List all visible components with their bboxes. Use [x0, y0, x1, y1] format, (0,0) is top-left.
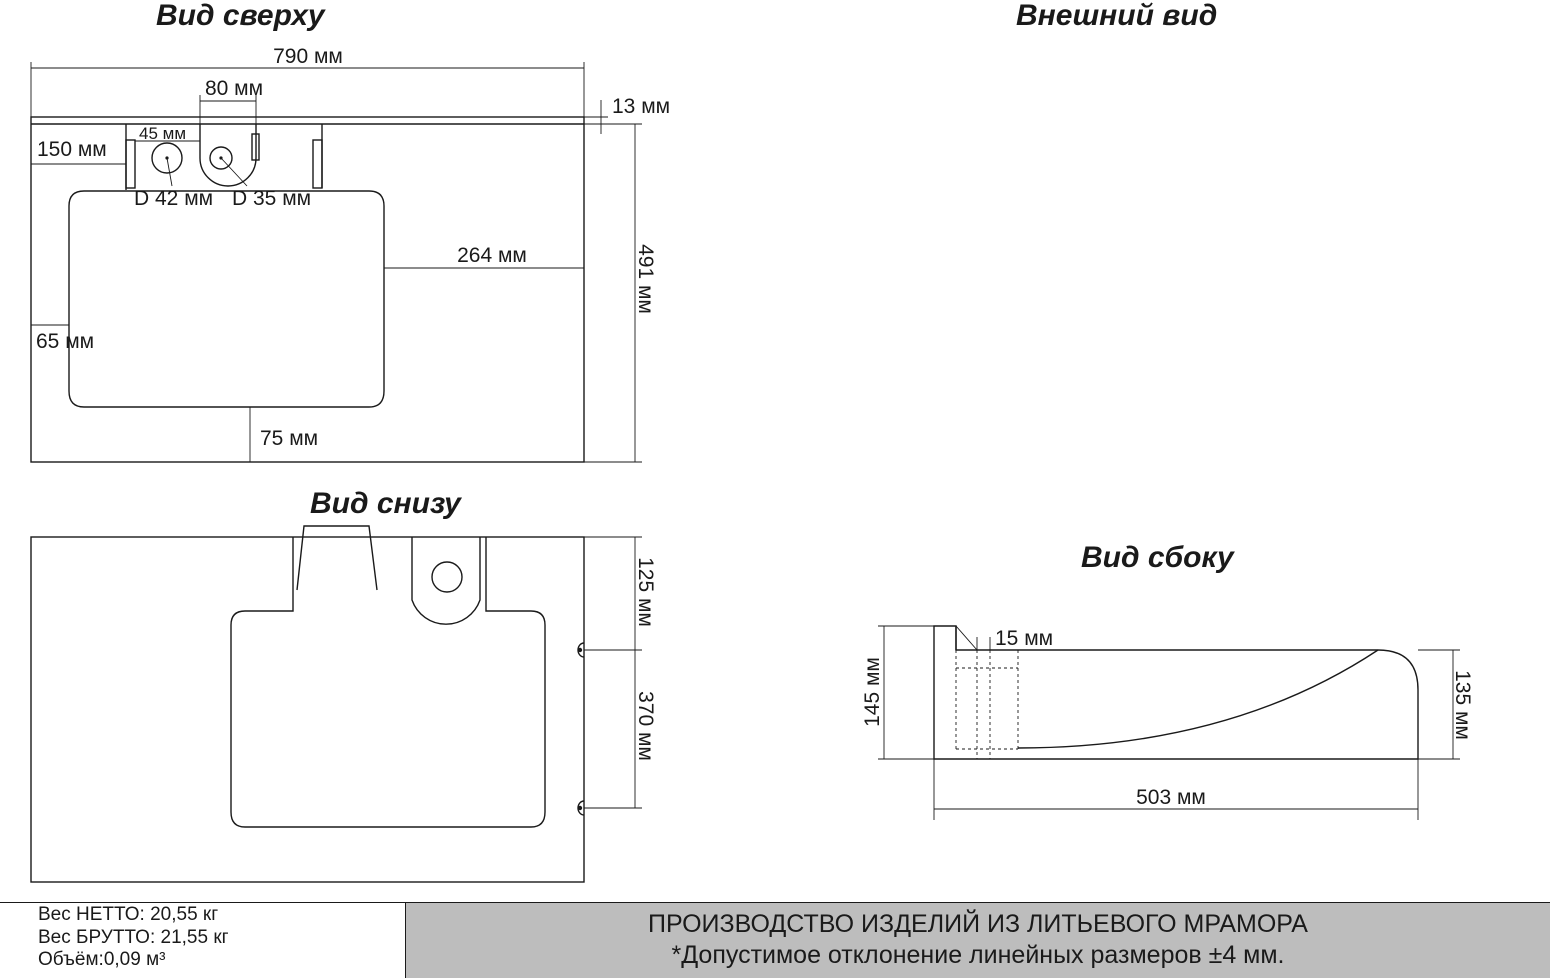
side-view-title: Вид сбоку [1081, 541, 1235, 574]
dim-label-overall-width: 790 мм [273, 45, 343, 68]
bottom-view-basin-contour [230, 537, 546, 828]
side-view-outline [933, 625, 1419, 760]
dim-label-hole-d35: D 35 мм [232, 187, 311, 210]
top-view-hole-d35 [209, 146, 233, 170]
bottom-view-tap-bracket [411, 537, 481, 625]
top-view-right-tab [312, 139, 323, 189]
side-view-bevel [955, 625, 978, 651]
dim-label-upper-depth: 125 мм [634, 557, 657, 627]
tolerance-note: *Допустимое отклонение линейных размеров… [671, 941, 1285, 969]
leader-d42 [166, 157, 173, 187]
company-box: ПРОИЗВОДСТВО ИЗДЕЛИЙ ИЗ ЛИТЬЕВОГО МРАМОР… [406, 902, 1550, 978]
top-view-bracket-notch [251, 133, 260, 161]
top-view-title: Вид сверху [156, 0, 326, 32]
side-view-bowl-curve [1017, 649, 1379, 749]
dim-label-front-margin: 75 мм [260, 427, 318, 450]
bottom-view-hole [431, 561, 463, 593]
title-block: Вес НЕТТО: 20,55 кг Вес БРУТТО: 21,55 кг… [0, 902, 1550, 980]
dim-label-left-offset: 150 мм [37, 138, 107, 161]
dim-label-wall-thickness: 15 мм [995, 627, 1053, 650]
top-view-outline [30, 116, 585, 463]
dim-label-hole-offset: 45 мм [139, 124, 186, 143]
company-line: ПРОИЗВОДСТВО ИЗДЕЛИЙ ИЗ ЛИТЬЕВОГО МРАМОР… [648, 910, 1308, 938]
dim-label-lip-thickness: 13 мм [612, 95, 670, 118]
bottom-view-upper-lug-hole [577, 647, 583, 653]
bottom-view: 125 мм 370 мм [30, 525, 657, 883]
net-weight: Вес НЕТТО: 20,55 кг [38, 904, 219, 925]
bottom-view-outline [30, 536, 585, 883]
dim-label-length: 503 мм [1136, 786, 1206, 809]
exterior-view-title: Внешний вид [1016, 0, 1217, 32]
dim-label-side-margin: 65 мм [36, 330, 94, 353]
dim-label-front-height: 135 мм [1451, 670, 1474, 740]
bottom-view-lower-lug-hole [577, 805, 583, 811]
dim-label-mount-spacing: 370 мм [634, 691, 657, 761]
leader-d35 [220, 157, 248, 187]
specs-box: Вес НЕТТО: 20,55 кг Вес БРУТТО: 21,55 кг… [0, 902, 406, 978]
gross-weight: Вес БРУТТО: 21,55 кг [38, 926, 229, 948]
volume: Объём:0,09 м³ [38, 949, 166, 970]
bottom-view-front-bracket [296, 525, 378, 591]
dim-label-hole-d42: D 42 мм [134, 187, 213, 210]
bottom-view-title: Вид снизу [310, 487, 462, 520]
top-view-basin [68, 190, 385, 408]
dim-label-right-margin: 264 мм [457, 244, 527, 267]
dim-label-overall-depth: 491 мм [634, 244, 657, 314]
top-view-hole-d42 [151, 142, 183, 174]
top-view-left-tab [125, 139, 136, 189]
top-view: 790 мм 80 мм 13 мм 150 мм 45 мм D 42 мм … [30, 45, 670, 463]
dim-label-bracket-width: 80 мм [205, 77, 263, 100]
dim-label-back-height: 145 мм [861, 657, 884, 727]
top-view-tap-bracket [199, 124, 257, 187]
side-view: 15 мм 145 мм 135 мм 503 мм [861, 625, 1474, 820]
